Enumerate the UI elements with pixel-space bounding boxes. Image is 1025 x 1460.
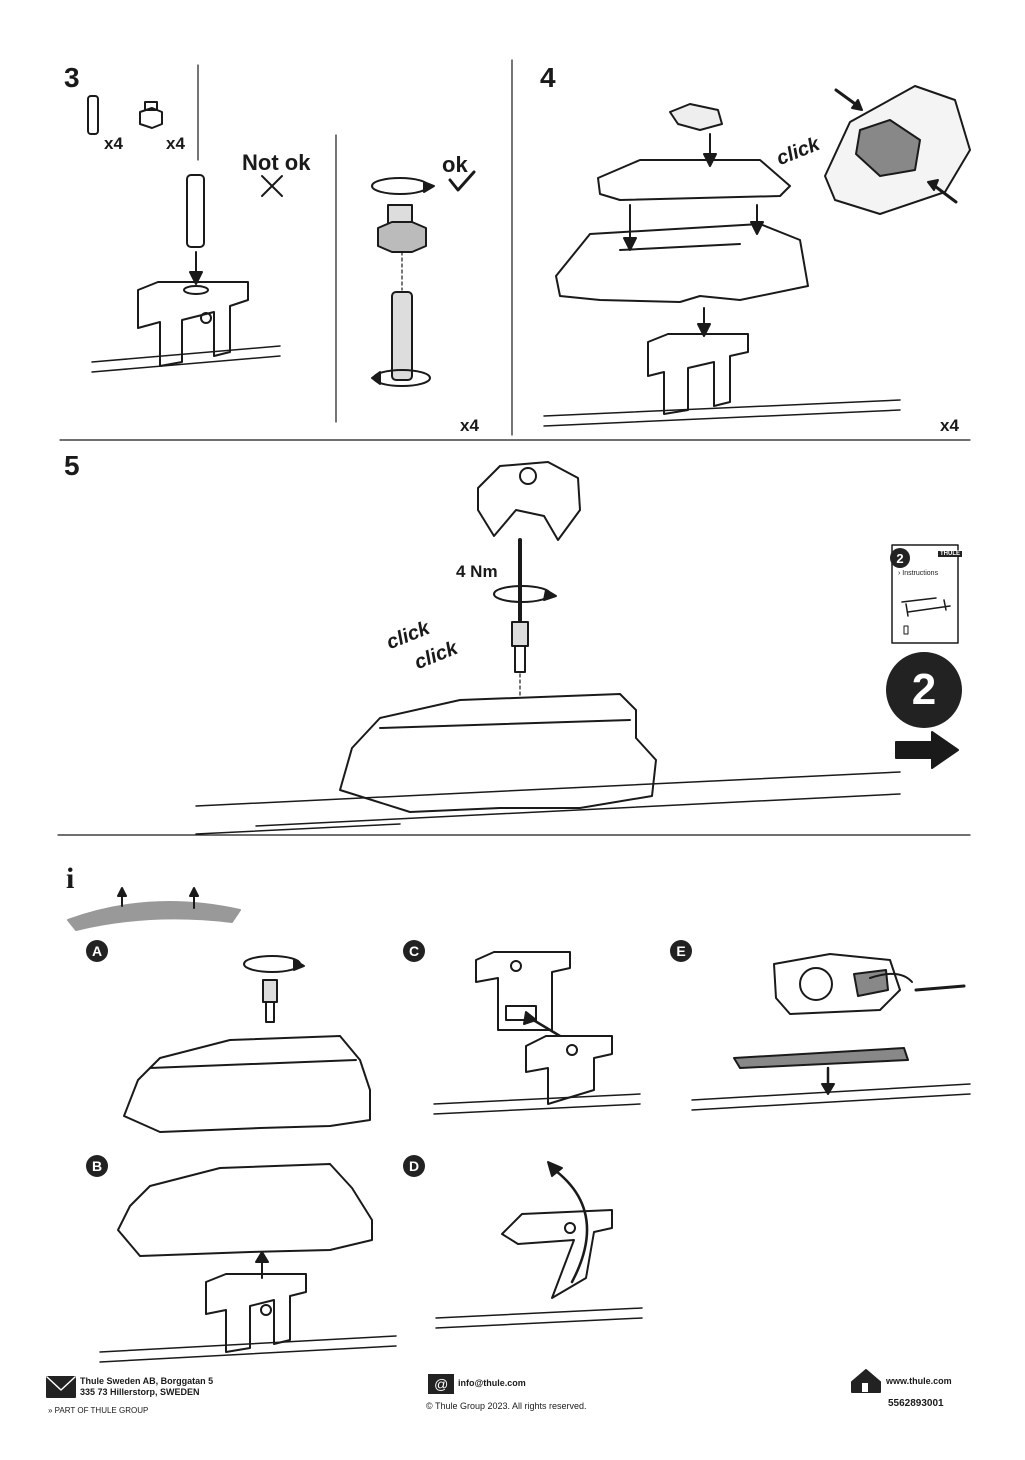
step-4-repeat: x4 — [940, 416, 959, 435]
address-line-2: 335 73 Hillerstorp, SWEDEN — [80, 1387, 200, 1397]
roof-illustration — [67, 887, 241, 931]
email-at-icon: @ — [428, 1374, 454, 1394]
group-label: » PART OF THULE GROUP — [48, 1406, 149, 1415]
variant-d-drawing — [435, 1161, 643, 1329]
booklet-text: › Instructions — [898, 570, 939, 577]
cross-icon — [261, 175, 283, 197]
booklet-brand: THULE — [938, 551, 962, 557]
doc-number: 5562893001 — [888, 1398, 944, 1409]
click-detail-inset — [824, 85, 971, 215]
booklet-number: 2 — [890, 548, 910, 568]
variant-c-drawing — [433, 951, 641, 1115]
envelope-icon — [46, 1376, 76, 1398]
step-5-number: 5 — [64, 450, 80, 481]
address-line-1: Thule Sweden AB, Borggatan 5 — [80, 1376, 214, 1386]
pin-into-bracket — [91, 174, 281, 373]
torque-label: 4 Nm — [456, 562, 498, 581]
variant-b-badge: B — [86, 1155, 108, 1177]
foot-pad — [597, 159, 791, 251]
next-step-badge: 2 — [886, 652, 962, 728]
copyright: © Thule Group 2023. All rights reserved. — [426, 1401, 587, 1411]
group-text: PART OF THULE GROUP — [54, 1406, 149, 1415]
pin-quantity: x4 — [104, 134, 123, 153]
nut-and-pin — [371, 177, 435, 387]
variant-b-drawing — [99, 1163, 397, 1363]
variant-c-badge: C — [403, 940, 425, 962]
right-arrow-icon — [895, 731, 959, 769]
ok-label: ok — [442, 152, 468, 177]
torque-wrench — [477, 461, 581, 701]
foot-assembled-step5 — [195, 693, 901, 835]
not-ok-label: Not ok — [242, 150, 311, 175]
nut-quantity: x4 — [166, 134, 185, 153]
info-icon: i — [66, 862, 75, 895]
step-3-number: 3 — [64, 62, 80, 93]
house-icon — [851, 1369, 881, 1393]
email-link[interactable]: info@thule.com — [458, 1378, 526, 1388]
bracket-step4 — [543, 333, 901, 427]
variant-a-drawing — [123, 955, 371, 1133]
nut-part — [139, 101, 163, 129]
variant-e-drawing — [691, 953, 971, 1111]
pin-part — [87, 95, 99, 135]
step-4-number: 4 — [540, 62, 556, 93]
variant-e-badge: E — [670, 940, 692, 962]
web-link[interactable]: www.thule.com — [886, 1376, 952, 1386]
variant-d-badge: D — [403, 1155, 425, 1177]
variant-a-badge: A — [86, 940, 108, 962]
foot-body — [555, 223, 809, 337]
step-3-repeat: x4 — [460, 416, 479, 435]
check-icon — [448, 170, 476, 192]
clamp-plate — [669, 103, 723, 167]
